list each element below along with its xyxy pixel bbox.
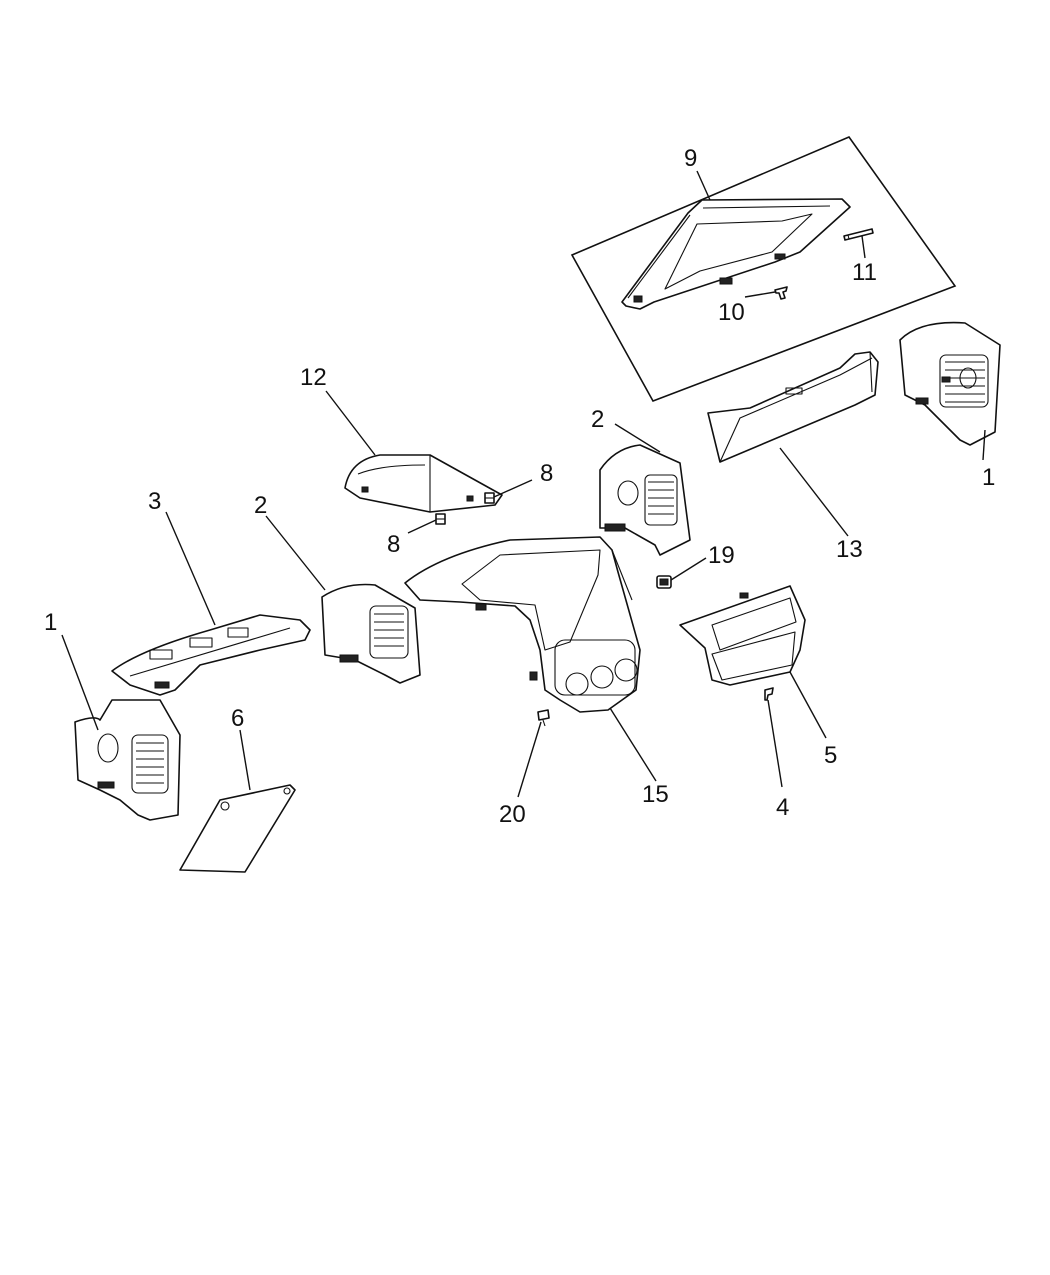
callout-11: 11 [852,259,877,286]
callout-19: 19 [708,542,735,569]
callout-labels: 9 10 11 12 8 8 2 1 13 3 2 1 6 19 5 4 15 … [44,145,995,828]
callout-4: 4 [776,794,789,821]
callout-8-right: 8 [540,460,553,487]
part-15-instrument-panel-bezel [404,536,641,713]
part-2-right-center-vent [599,444,691,556]
part-9-inset-box [570,136,957,402]
part-13-upper-trim-panel [707,351,879,463]
part-5-center-stack-bezel [679,585,806,686]
part-12-cluster-hood [344,454,503,513]
part-6-lower-panel [179,784,296,873]
callout-1-right: 1 [982,464,995,491]
part-19-switch [656,575,672,589]
callout-1-left: 1 [44,609,57,636]
part-1-right-air-vent [899,321,1001,446]
part-8-clip-right [484,492,495,504]
callout-9: 9 [684,145,697,172]
part-20-bolt [537,709,550,727]
part-4-screw [764,687,774,701]
callout-10: 10 [718,299,745,326]
part-3-top-cover [111,614,311,696]
part-11-pin [843,228,874,241]
part-8-clip-left [435,513,446,525]
leader-lines [61,170,986,798]
callout-5: 5 [824,742,837,769]
callout-20: 20 [499,801,526,828]
part-1-left-air-vent [74,699,181,821]
callout-8-left: 8 [387,531,400,558]
callout-12: 12 [300,364,327,391]
callout-15: 15 [642,781,669,808]
part-2-left-center-vent [321,583,421,684]
part-10-screw [774,286,788,300]
callout-3: 3 [148,488,161,515]
callout-2-right: 2 [591,406,604,433]
callout-2-left: 2 [254,492,267,519]
callout-13: 13 [836,536,863,563]
callout-6: 6 [231,705,244,732]
part-9-cluster-bezel [621,198,851,310]
